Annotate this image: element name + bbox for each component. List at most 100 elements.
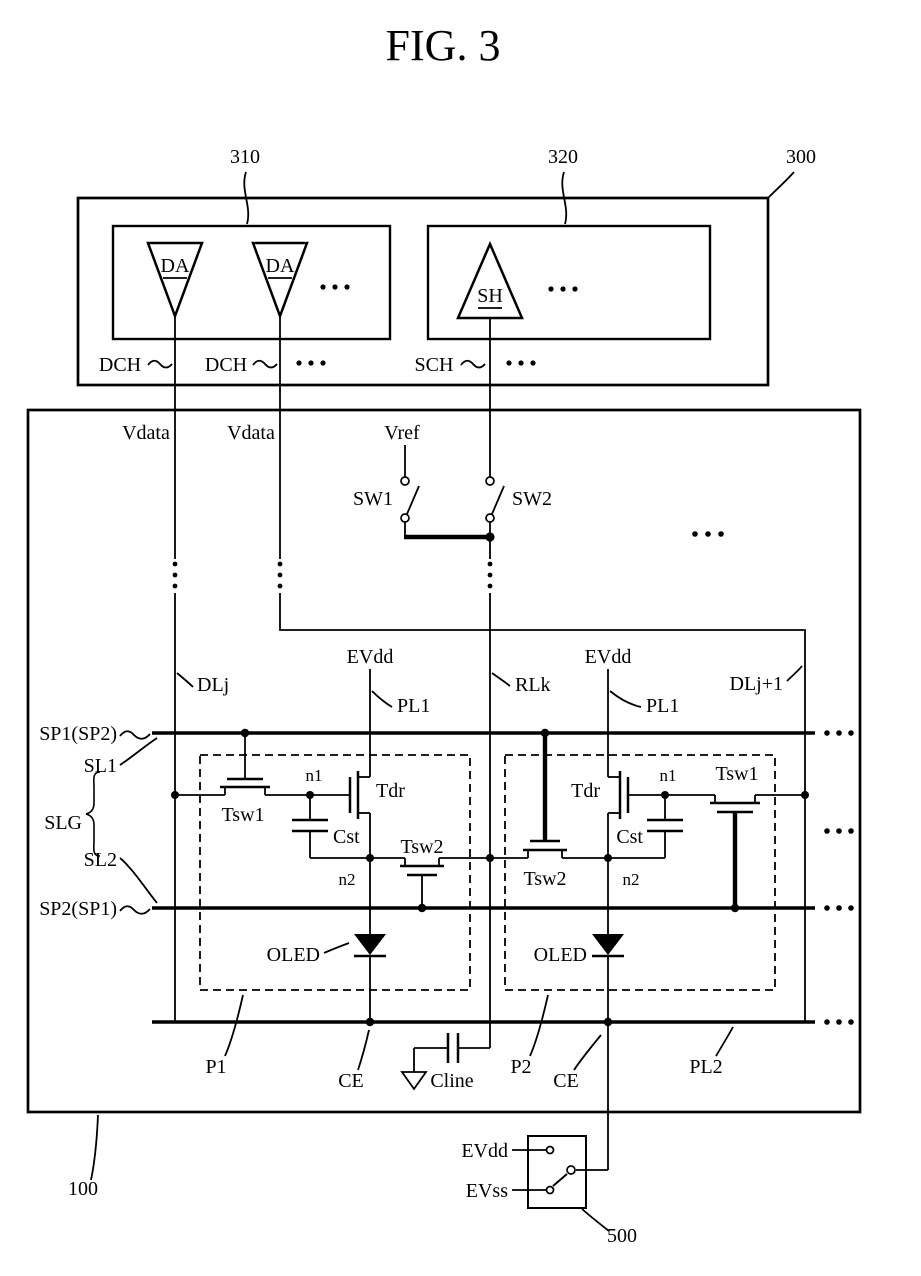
transistor-tsw2-p1 xyxy=(400,858,444,908)
line-break-dots xyxy=(172,561,493,589)
tsw2-label-p1: Tsw2 xyxy=(400,836,443,858)
data-line-dlj-next xyxy=(279,593,806,1022)
scan-lines: SP1(SP2) SL1 SLG SL2 SP2(SP1) xyxy=(39,723,815,920)
leader-squiggle xyxy=(460,359,486,369)
leader-squiggle xyxy=(252,359,278,369)
sw1-label: SW1 xyxy=(353,488,393,510)
junction-dot xyxy=(485,532,495,542)
power-supply-switch: EVdd EVss 500 xyxy=(461,1022,637,1247)
capacitor-cline xyxy=(413,1033,490,1072)
leader-squiggle xyxy=(243,171,250,225)
ce-label-1: CE xyxy=(338,1070,364,1092)
tsw1-label-p1: Tsw1 xyxy=(221,804,264,826)
switch-arm xyxy=(552,1173,568,1187)
junction-dot xyxy=(366,854,374,862)
leader-squiggle xyxy=(147,359,173,369)
ground-icon xyxy=(400,1071,428,1091)
ref-100: 100 xyxy=(68,1178,98,1200)
sh-label: SH xyxy=(477,285,503,307)
leader-squiggle xyxy=(768,171,795,198)
supply-switch-box xyxy=(527,1135,587,1209)
leader-squiggle xyxy=(119,730,151,740)
ellipsis-dots xyxy=(692,531,724,537)
da-label-2: DA xyxy=(266,255,295,277)
junction-dot xyxy=(661,791,669,799)
ref-500: 500 xyxy=(607,1225,637,1247)
reference-switch-network: Vdata Vdata Vref SW1 SW2 xyxy=(122,422,724,559)
leader-squiggle xyxy=(176,672,194,688)
cst-label-p1: Cst xyxy=(333,826,360,848)
n1-label-p2: n1 xyxy=(660,766,677,785)
sw2-label: SW2 xyxy=(512,488,552,510)
bottom-lines: Cline P1 CE P2 CE PL2 xyxy=(152,593,815,1092)
capacitor-cst-p1 xyxy=(292,795,328,858)
switch-sw2 xyxy=(485,476,505,523)
dlj-label: DLj xyxy=(197,674,229,696)
pixel-circuit-2: Tsw2 n2 Cst Tdr n1 Tsw1 xyxy=(490,669,809,1027)
evdd-supply-label: EVdd xyxy=(461,1140,508,1162)
da-converter-symbol-1: DA xyxy=(146,241,204,320)
ellipsis-dots xyxy=(296,284,578,366)
vdata-label-1: Vdata xyxy=(122,422,170,444)
leader-squiggle xyxy=(119,857,158,904)
vref-label: Vref xyxy=(384,422,420,444)
n2-label-p1: n2 xyxy=(339,870,356,889)
transistor-tsw1-p2 xyxy=(710,795,760,908)
leader-squiggle xyxy=(323,942,350,954)
evss-supply-label: EVss xyxy=(466,1180,508,1202)
junction-dot xyxy=(171,791,179,799)
sch-label: SCH xyxy=(415,354,454,376)
ref-310: 310 xyxy=(230,146,260,168)
ref-300: 300 xyxy=(786,146,816,168)
evdd-contact xyxy=(545,1145,555,1155)
sl1-label: SL1 xyxy=(84,755,117,777)
rlk-label: RLk xyxy=(515,674,551,696)
tdr-label-p2: Tdr xyxy=(571,780,600,802)
da-label-1: DA xyxy=(161,255,190,277)
pixel-circuit-1: Tsw1 n1 Tdr Cst n2 Tsw2 xyxy=(171,669,494,1027)
figure-title: FIG. 3 xyxy=(386,21,501,70)
transistor-tdr-p1 xyxy=(348,771,370,819)
vdata-label-2: Vdata xyxy=(227,422,275,444)
tsw2-label-p2: Tsw2 xyxy=(523,868,566,890)
leader-squiggle xyxy=(573,1034,602,1071)
p2-label: P2 xyxy=(510,1056,531,1078)
dch-label-1: DCH xyxy=(99,354,141,376)
n1-label-p1: n1 xyxy=(306,766,323,785)
panel-outline xyxy=(26,408,862,1114)
capacitor-cst-p2 xyxy=(647,795,683,858)
leader-squiggle xyxy=(581,1208,610,1232)
oled-label-p2: OLED xyxy=(534,944,587,966)
pl1-label-left: PL1 xyxy=(397,695,430,717)
data-driver-block: DA DA SH DCH DCH SCH 310 320 300 xyxy=(76,146,816,387)
evdd-label-left: EVdd xyxy=(347,646,394,668)
slg-label: SLG xyxy=(44,812,82,834)
column-labels: DLj EVdd PL1 RLk EVdd PL1 DLj+1 xyxy=(176,646,803,717)
leader-squiggle xyxy=(561,171,568,225)
transistor-tdr-p2 xyxy=(608,771,630,819)
oled-diode-p2 xyxy=(592,934,624,1022)
sample-hold-symbol: SH xyxy=(456,240,524,320)
pixel1-dashed-outline xyxy=(199,754,471,991)
sp1-label: SP1(SP2) xyxy=(39,723,117,745)
pixel2-dashed-outline xyxy=(504,754,776,991)
leader-squiggle xyxy=(119,737,158,766)
tsw1-label-p2: Tsw1 xyxy=(715,763,758,785)
leader-squiggle xyxy=(90,1114,99,1181)
ref-320: 320 xyxy=(548,146,578,168)
transistor-tsw2-p2 xyxy=(523,733,567,858)
leader-squiggle xyxy=(715,1026,734,1057)
switch-sw1 xyxy=(400,476,420,523)
leader-squiggle xyxy=(491,672,511,687)
pl1-label-right: PL1 xyxy=(646,695,679,717)
cst-label-p2: Cst xyxy=(616,826,643,848)
sp2-label: SP2(SP1) xyxy=(39,898,117,920)
evss-contact xyxy=(545,1185,555,1195)
dch-label-2: DCH xyxy=(205,354,247,376)
oled-diode-p1 xyxy=(354,934,386,1022)
leader-squiggle xyxy=(786,665,803,682)
leader-squiggle xyxy=(529,994,549,1057)
pl2-label: PL2 xyxy=(689,1056,722,1078)
